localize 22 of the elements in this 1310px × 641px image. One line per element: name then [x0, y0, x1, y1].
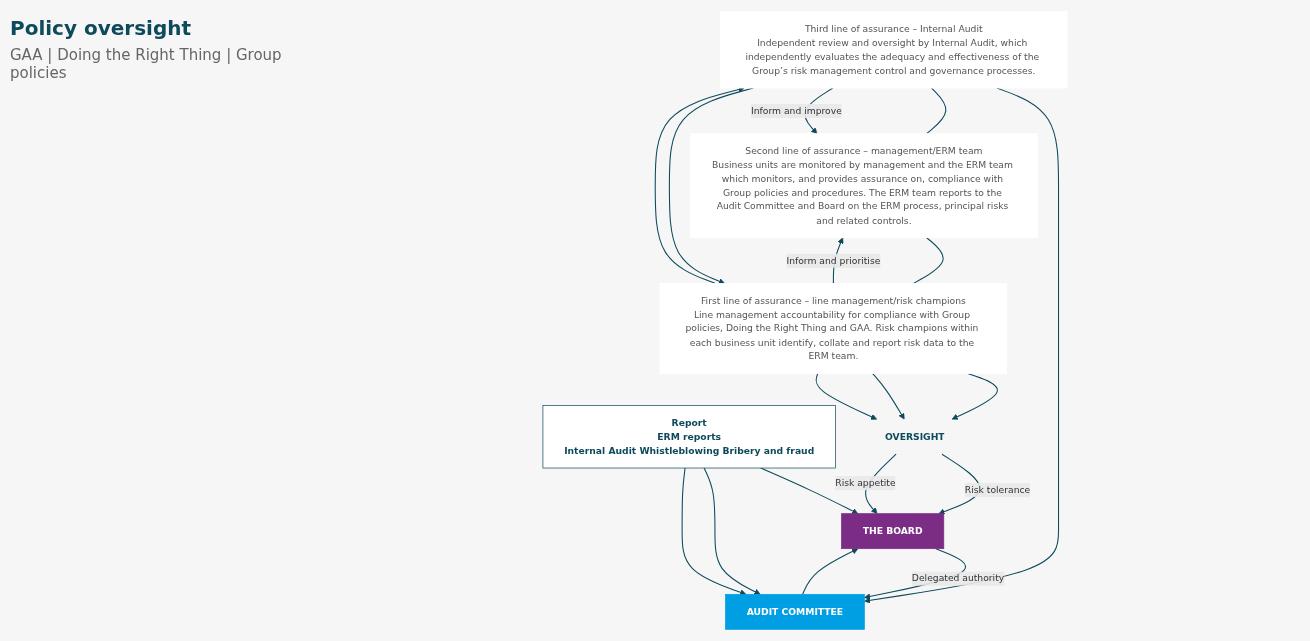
arrow — [872, 373, 905, 420]
arrow — [681, 467, 747, 596]
heading: Policy oversight — [10, 16, 193, 40]
edge-label: Risk tolerance — [964, 484, 1031, 496]
node-box: First line of assurance – line management/risk champions Line management accountability for compliance with Group policies, Doing the Right Thing and GAA. Risk champions within each business unit identify, collate and report risk data to the ERM team. — [659, 283, 1008, 374]
node-box: AUDIT COMMITTEE — [725, 593, 865, 630]
edge-label: Inform and improve — [751, 105, 842, 117]
edge-label: Delegated authority — [911, 572, 1005, 584]
connector — [926, 87, 947, 135]
edge-label: Risk appetite — [835, 477, 896, 489]
connector — [913, 237, 944, 284]
node-box: THE BOARD — [841, 513, 945, 550]
node-text: OVERSIGHT — [884, 431, 945, 442]
arrow — [802, 548, 859, 595]
arrow — [703, 467, 761, 595]
policy-list-text: GAA | Doing the Right Thing | Group policies — [10, 46, 283, 82]
arrow — [815, 373, 878, 420]
node-box: Report ERM reports Internal Audit Whistleblowing Bribery and fraud — [542, 405, 836, 469]
arrow — [951, 373, 998, 420]
node-box: Second line of assurance – management/ERM team Business units are monitored by management and the ERM team which monitors, and provides assurance on, compliance with Group policies and procedures. The ERM team reports to the Audit Committee and Board on the ERM process, principal risks and related controls. — [690, 133, 1038, 239]
node-box: Third line of assurance – Internal Audit Independent review and oversight by Internal Audit, which independently evaluates the adequacy and effectiveness of the Group’s risk management control and governance processes. — [720, 11, 1068, 89]
edge-label: Inform and prioritise — [786, 255, 881, 266]
